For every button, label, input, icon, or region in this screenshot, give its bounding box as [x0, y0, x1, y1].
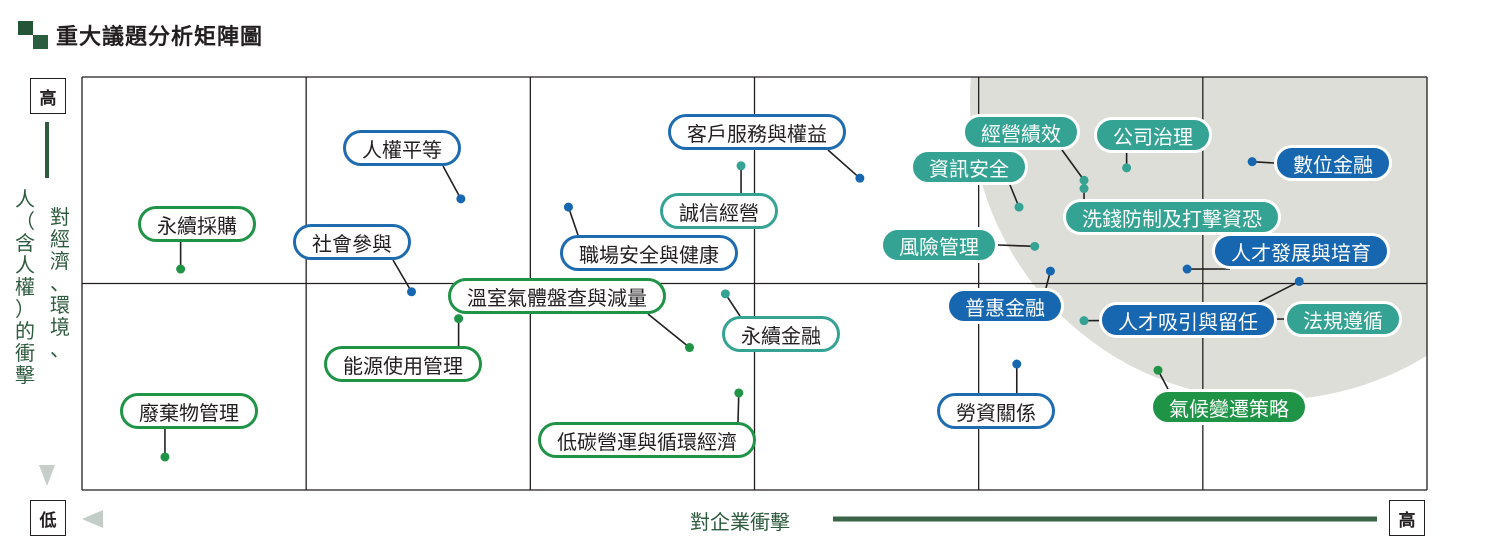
issue-label: 人才吸引與留任 [1099, 302, 1277, 338]
issue-label: 洗錢防制及打擊資恐 [1063, 199, 1281, 235]
x-axis-high-label: 高 [1389, 500, 1425, 536]
data-point [1122, 163, 1132, 173]
data-point [734, 388, 744, 398]
data-point [1079, 316, 1089, 326]
y-axis-label-char: ） [15, 297, 35, 321]
data-point [1030, 241, 1040, 251]
data-point [456, 194, 466, 204]
y-axis-low-label: 低 [30, 500, 66, 536]
issue-label: 法規遵循 [1284, 301, 1402, 337]
y-axis-label-char: 環 [50, 293, 70, 317]
issue-label: 永續金融 [722, 316, 840, 352]
y-axis-label-col1: 人（含人權）的衝擊 [14, 188, 36, 386]
y-axis-label-char: 經 [50, 227, 70, 251]
data-point [176, 264, 186, 274]
y-axis-label-char: （ [15, 209, 35, 233]
issue-label: 客戶服務與權益 [668, 114, 846, 150]
leader-line [1258, 280, 1300, 303]
leader-line [647, 313, 690, 349]
issue-label: 廢棄物管理 [120, 393, 258, 429]
issue-label: 能源使用管理 [324, 346, 482, 382]
leader-line [567, 206, 579, 236]
issue-label: 永續採購 [138, 206, 256, 242]
data-point [855, 173, 865, 183]
x-axis-arrow-head [82, 510, 103, 528]
issue-label: 人才發展與培育 [1212, 233, 1390, 269]
leader-line [737, 392, 740, 423]
leader-line [827, 149, 861, 179]
title-square-icon [18, 21, 48, 49]
y-axis-label-char: 擊 [15, 363, 35, 387]
issue-label: 溫室氣體盤查與減量 [448, 278, 666, 314]
y-axis-arrow-head [39, 465, 55, 486]
data-point [1045, 266, 1055, 276]
y-axis-label-char: 濟 [50, 249, 70, 273]
y-axis-label-char: 含 [15, 231, 35, 255]
title-text: 重大議題分析矩陣圖 [56, 25, 264, 50]
issue-label: 誠信經營 [660, 193, 778, 229]
issue-label: 人權平等 [343, 130, 461, 166]
data-point [1247, 157, 1257, 167]
issue-label: 數位金融 [1274, 145, 1392, 181]
data-point [1012, 359, 1022, 369]
y-axis-label-char: 人 [15, 187, 35, 211]
issue-label: 氣候變遷策略 [1150, 389, 1308, 425]
y-axis-label-char: 權 [15, 275, 35, 299]
y-axis-label-char: 人 [15, 253, 35, 277]
y-axis-label-char: 、 [50, 271, 70, 295]
x-axis-label: 對企業衝擊 [682, 506, 798, 535]
data-point [1182, 264, 1192, 274]
data-point [720, 289, 730, 299]
data-point [454, 314, 464, 324]
data-point [1079, 175, 1089, 185]
y-axis-label-col2: 對經濟、環境、 [49, 206, 71, 360]
leader-line [997, 244, 1035, 248]
issue-label: 經營績效 [962, 114, 1080, 150]
issue-label: 社會參與 [293, 224, 411, 260]
page-title: 重大議題分析矩陣圖 [18, 20, 263, 50]
issue-label: 低碳營運與循環經濟 [538, 422, 756, 458]
issue-label: 資訊安全 [910, 149, 1028, 185]
data-points [160, 157, 1304, 462]
data-point [684, 343, 694, 353]
leader-line [442, 165, 462, 200]
data-point [1153, 365, 1163, 375]
data-point [407, 287, 417, 297]
issue-label: 普惠金融 [946, 288, 1064, 324]
y-axis-label-char: 境 [50, 315, 70, 339]
y-axis-label-char: 對 [50, 205, 70, 229]
issue-label: 風險管理 [880, 227, 998, 263]
y-axis-label-char: 的 [15, 319, 35, 343]
y-axis-high-label: 高 [30, 78, 66, 114]
y-axis-label-char: 衝 [15, 341, 35, 365]
issue-label: 勞資關係 [937, 393, 1055, 429]
data-point [1014, 202, 1024, 212]
leader-line [392, 259, 413, 293]
data-point [563, 202, 573, 212]
y-axis-label-char: 、 [50, 337, 70, 361]
leader-line [1061, 149, 1085, 181]
data-point [1294, 276, 1304, 286]
data-point [1079, 184, 1089, 194]
data-point [160, 452, 170, 462]
issue-label: 公司治理 [1094, 117, 1212, 153]
data-point [736, 161, 746, 171]
issue-label: 職場安全與健康 [560, 235, 738, 271]
